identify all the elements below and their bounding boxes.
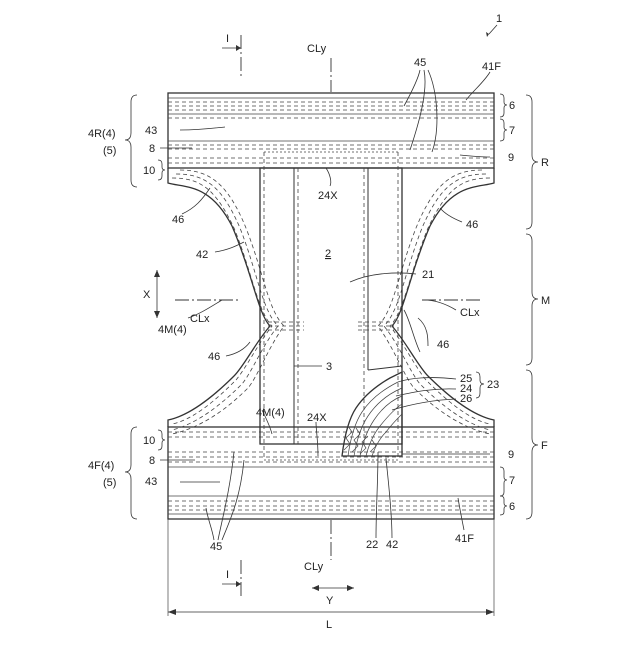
figure-number-arrow — [489, 25, 497, 34]
label-9-bottom: 9 — [508, 449, 514, 461]
label-L: L — [326, 619, 332, 631]
label-7-top: 7 — [509, 125, 515, 137]
label-section-top: I — [226, 33, 229, 45]
label-8-bottom: 8 — [149, 455, 155, 467]
label-26: 26 — [460, 393, 472, 405]
label-10-top: 10 — [143, 165, 155, 177]
label-4F: 4F(4) — [88, 460, 114, 472]
label-Y: Y — [326, 595, 334, 607]
label-46-right-top: 46 — [466, 219, 478, 231]
label-41F-top: 41F — [482, 61, 501, 73]
label-24X-top: 24X — [318, 190, 338, 202]
label-24X-bottom: 24X — [307, 412, 327, 424]
label-6-bottom: 6 — [509, 501, 515, 513]
label-4M-left: 4M(4) — [158, 324, 187, 336]
label-23: 23 — [487, 379, 499, 391]
left-leg-contour — [168, 168, 284, 434]
label-10-bottom: 10 — [143, 435, 155, 447]
rear-waist-band — [168, 93, 494, 168]
label-9-top: 9 — [508, 152, 514, 164]
front-waist-band — [168, 427, 494, 519]
label-X: X — [143, 289, 151, 301]
label-M: M — [541, 295, 550, 307]
label-41F-bottom: 41F — [455, 533, 474, 545]
label-section-bottom: I — [226, 569, 229, 581]
right-leg-contour — [378, 168, 494, 434]
label-clx-right: CLx — [460, 307, 480, 319]
figure-number: 1 — [496, 13, 502, 25]
label-21: 21 — [422, 269, 434, 281]
label-clx-left: CLx — [190, 313, 210, 325]
label-8-top: 8 — [149, 143, 155, 155]
brace-M — [526, 234, 538, 365]
figure-number-arrowhead — [486, 32, 489, 37]
label-43-bottom: 43 — [145, 476, 157, 488]
label-7-bottom: 7 — [509, 475, 515, 487]
brace-F — [526, 370, 538, 519]
label-42-bottom: 42 — [386, 539, 398, 551]
label-22: 22 — [366, 539, 378, 551]
label-45-top: 45 — [414, 57, 426, 69]
label-43-top: 43 — [145, 125, 157, 137]
label-2: 2 — [325, 248, 331, 260]
label-6-top: 6 — [509, 100, 515, 112]
label-R: R — [541, 157, 549, 169]
label-46-left-top: 46 — [172, 214, 184, 226]
leader-lines — [160, 70, 490, 540]
brace-R — [526, 95, 538, 229]
label-5-top: (5) — [103, 145, 116, 157]
label-4M-center: 4M(4) — [256, 407, 285, 419]
label-5-bottom: (5) — [103, 477, 116, 489]
label-42-left: 42 — [196, 249, 208, 261]
label-46-left-mid: 46 — [208, 351, 220, 363]
label-46-right-mid: 46 — [437, 339, 449, 351]
label-cly-bottom: CLy — [304, 561, 324, 573]
label-3: 3 — [326, 361, 332, 373]
label-F: F — [541, 440, 548, 452]
label-45-bottom: 45 — [210, 541, 222, 553]
label-cly-top: CLy — [307, 43, 327, 55]
label-4R: 4R(4) — [88, 128, 116, 140]
